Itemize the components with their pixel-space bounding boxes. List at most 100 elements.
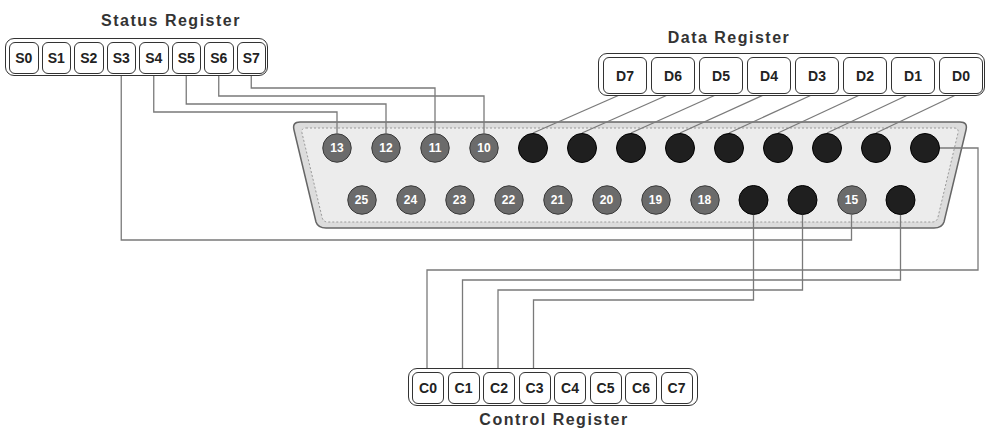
pin-number: 13 [330, 141, 343, 155]
bit-name: D7 [616, 68, 634, 84]
bit-name: D6 [664, 68, 682, 84]
pin-circle [470, 134, 499, 163]
register-title: Control Register [479, 410, 628, 430]
register-bit: S3 [107, 42, 137, 74]
pin-circle [690, 186, 719, 215]
pin-number: 19 [649, 193, 662, 207]
pin [519, 134, 548, 163]
pin-number: 25 [355, 193, 368, 207]
register-frame: Data RegisterD7D6D5D4D3D2D1D0 [598, 53, 985, 96]
register-bit: S2 [74, 42, 104, 74]
pin-number: 22 [502, 193, 515, 207]
pin-circle [347, 186, 376, 215]
bit-name: S3 [113, 50, 130, 66]
bit-name: C1 [455, 380, 473, 396]
signal-wire [121, 74, 851, 240]
pin [764, 134, 793, 163]
pin [813, 134, 842, 163]
pin-circle [641, 186, 670, 215]
pin-circle [592, 186, 621, 215]
register-bit: D1 [891, 57, 935, 94]
pin-circle [494, 186, 523, 215]
connector-pin: 19 [641, 185, 671, 215]
bit-name: D1 [904, 68, 922, 84]
connector-pin: 13 [322, 133, 352, 163]
data-wire [680, 93, 768, 133]
pin-circle [372, 134, 401, 163]
control-wires [427, 148, 978, 371]
register-bit: D6 [651, 57, 695, 94]
register-bit: D4 [747, 57, 791, 94]
pin [617, 134, 646, 163]
register-bit: C0 [412, 372, 444, 404]
data-wire [582, 93, 672, 133]
register-bit: S0 [9, 42, 39, 74]
signal-wire [219, 74, 484, 133]
control-wire [427, 148, 978, 371]
pin-number: 15 [845, 193, 858, 207]
bit-name: S5 [178, 50, 195, 66]
register-bit: S4 [139, 42, 169, 74]
bit-name: D2 [856, 68, 874, 84]
data-wire [533, 93, 624, 133]
bit-name: C0 [419, 380, 437, 396]
connector-pin: 25 [347, 185, 377, 215]
pin [862, 134, 891, 163]
connector-pin: 23 [445, 185, 475, 215]
connector-pin: 21 [543, 185, 573, 215]
data-wire [827, 93, 912, 133]
connector-pin: 20 [592, 185, 622, 215]
pin-circle [396, 186, 425, 215]
connector-pin: 22 [494, 185, 524, 215]
bit-name: C7 [668, 380, 686, 396]
bit-name: S4 [145, 50, 162, 66]
connector-pin: 12 [371, 133, 401, 163]
pin [911, 134, 940, 163]
pin [788, 186, 817, 215]
pin [715, 134, 744, 163]
bit-name: D4 [760, 68, 778, 84]
register-bit: C6 [625, 372, 657, 404]
bit-name: D3 [808, 68, 826, 84]
register-frame: Control RegisterC0C1C2C3C4C5C6C7 [408, 368, 698, 406]
control-wire [498, 215, 803, 371]
signal-wire [186, 74, 386, 133]
data-wire [631, 93, 720, 133]
connector-pin: 15 [837, 185, 867, 215]
register-bit: D7 [603, 57, 647, 94]
pin-circle [837, 186, 866, 215]
control-wire [534, 215, 754, 371]
pin-number: 20 [600, 193, 613, 207]
pin-number: 21 [551, 193, 564, 207]
register-bit: C3 [519, 372, 551, 404]
pin-circle [445, 186, 474, 215]
data-wire [729, 93, 816, 133]
register-bit: D0 [939, 57, 983, 94]
dark-pins [519, 134, 940, 215]
pin [886, 186, 915, 215]
bit-name: S6 [210, 50, 227, 66]
db25-face [302, 128, 958, 222]
register-bit: C4 [554, 372, 586, 404]
pin-number: 23 [453, 193, 466, 207]
bit-name: S7 [243, 50, 260, 66]
bit-name: C5 [597, 380, 615, 396]
db25-shell [294, 122, 967, 228]
bit-name: S2 [80, 50, 97, 66]
pin [666, 134, 695, 163]
pin [568, 134, 597, 163]
pin [739, 186, 768, 215]
register-bit: D2 [843, 57, 887, 94]
pin-number: 11 [429, 141, 442, 155]
register-bit: S1 [42, 42, 72, 74]
pin-number: 18 [698, 193, 711, 207]
bit-name: C3 [526, 380, 544, 396]
connector-pin: 24 [396, 185, 426, 215]
register-bit: D3 [795, 57, 839, 94]
control-wire [463, 215, 901, 371]
pin-number: 24 [404, 193, 417, 207]
pin-circle [543, 186, 572, 215]
bit-name: D0 [952, 68, 970, 84]
